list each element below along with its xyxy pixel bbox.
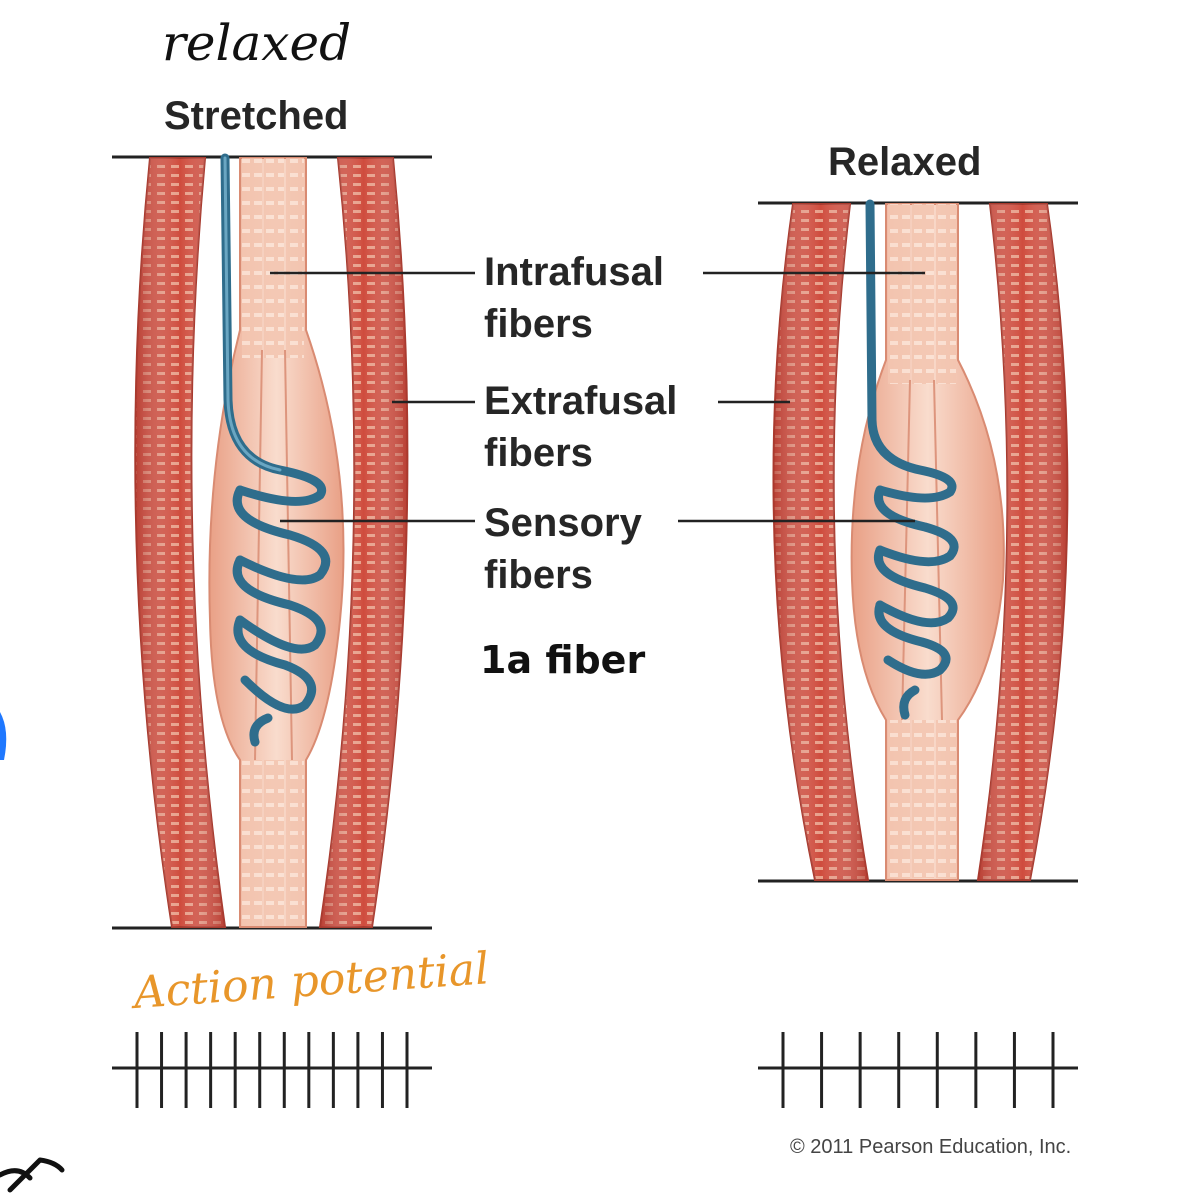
stretched-extrafusal-left: [134, 157, 227, 928]
relaxed-panel: [758, 199, 1078, 883]
note-1a-fiber: 1a fiber: [480, 638, 646, 682]
stretched-extrafusal-right: [318, 157, 409, 928]
relaxed-title: Relaxed: [828, 140, 982, 184]
handwriting-fragment: [0, 1157, 65, 1193]
relaxed-sensory-nerve: [865, 199, 959, 720]
handwritten-relaxed: relaxed: [162, 14, 352, 72]
intrafusal-label-line2: fibers: [484, 302, 593, 346]
label-leader-lines: [270, 271, 925, 523]
intrafusal-fibers-label: Intrafusal fibers: [484, 246, 664, 350]
extrafusal-fibers-label: Extrafusal fibers: [484, 375, 677, 479]
stretched-intrafusal-fibers: [208, 157, 345, 928]
intrafusal-label-line1: Intrafusal: [484, 250, 665, 294]
stretched-action-potential-trace: [112, 1032, 432, 1108]
stretched-title: Stretched: [164, 94, 349, 138]
sensory-label-line1: Sensory: [484, 501, 642, 545]
copyright-notice: © 2011 Pearson Education, Inc.: [790, 1136, 1072, 1158]
extrafusal-label-line2: fibers: [484, 431, 593, 475]
blue-ink-mark: [0, 712, 7, 760]
relaxed-action-potential-trace: [758, 1032, 1078, 1108]
relaxed-extrafusal-left: [772, 203, 870, 881]
stretched-sensory-nerve: [220, 153, 331, 747]
sensory-label-line2: fibers: [484, 553, 593, 597]
relaxed-intrafusal-fibers: [850, 203, 1005, 881]
relaxed-extrafusal-right: [976, 203, 1069, 881]
stretched-panel: [112, 153, 432, 930]
sensory-fibers-label: Sensory fibers: [484, 497, 642, 601]
extrafusal-label-line1: Extrafusal: [484, 379, 678, 423]
